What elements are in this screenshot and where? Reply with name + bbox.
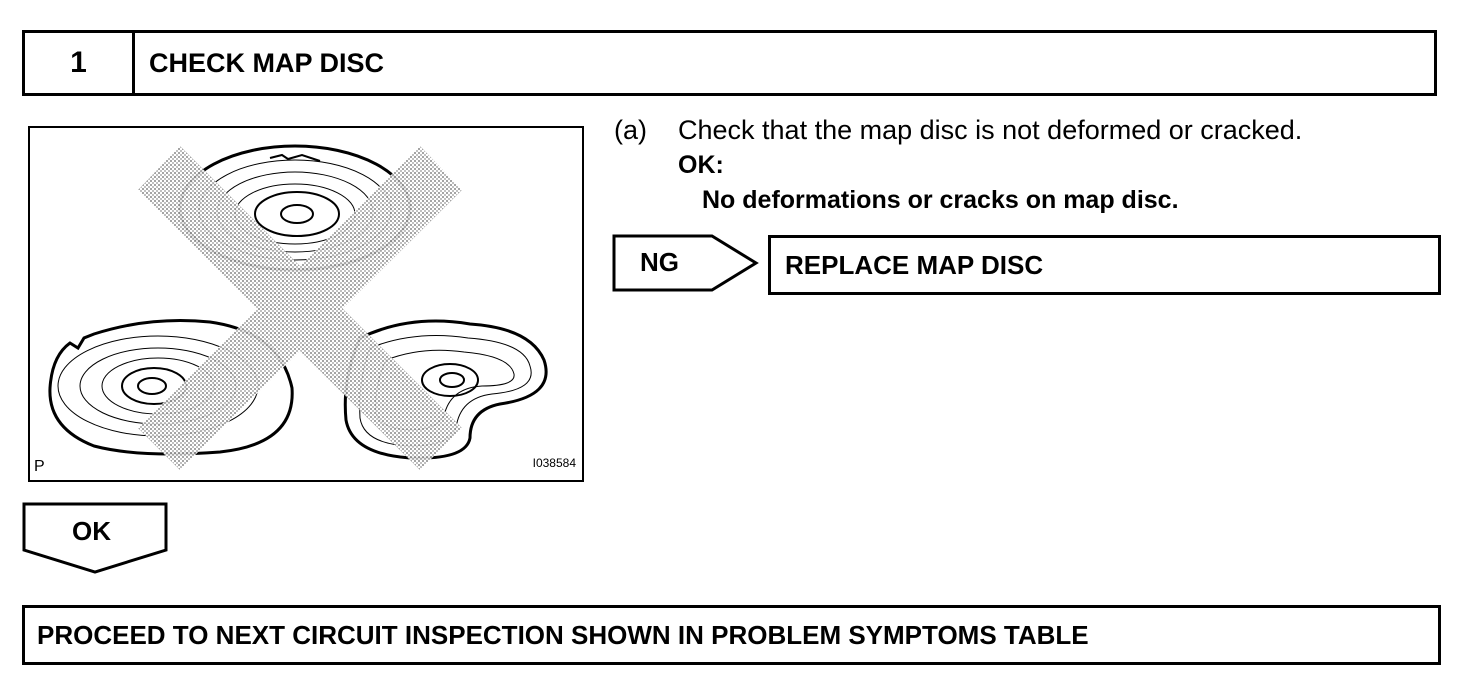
- step-header: 1 CHECK MAP DISC: [22, 30, 1437, 96]
- ok-arrow-label: OK: [72, 516, 111, 546]
- ok-condition-label: OK:: [678, 151, 724, 179]
- illustration-corner-code: P: [34, 458, 45, 475]
- ok-criteria: No deformations or cracks on map disc.: [702, 186, 1179, 214]
- instruction-text: Check that the map disc is not deformed …: [678, 115, 1303, 145]
- map-disc-illustration: P I038584: [28, 126, 584, 482]
- ng-action-text: REPLACE MAP DISC: [785, 250, 1044, 280]
- illustration-id: I038584: [532, 456, 576, 470]
- ng-action-box: REPLACE MAP DISC: [768, 235, 1441, 295]
- instruction-label: (a): [614, 115, 647, 145]
- disc-drawing: [48, 144, 548, 470]
- next-step-text: PROCEED TO NEXT CIRCUIT INSPECTION SHOWN…: [37, 620, 1089, 650]
- step-number: 1: [25, 33, 135, 93]
- ng-arrow-icon: [612, 234, 759, 292]
- cross-out-mark: [138, 146, 462, 470]
- ng-label: NG: [640, 247, 679, 277]
- step-title: CHECK MAP DISC: [149, 48, 385, 78]
- ok-arrow-icon: [22, 502, 168, 574]
- next-step-box: PROCEED TO NEXT CIRCUIT INSPECTION SHOWN…: [22, 605, 1441, 665]
